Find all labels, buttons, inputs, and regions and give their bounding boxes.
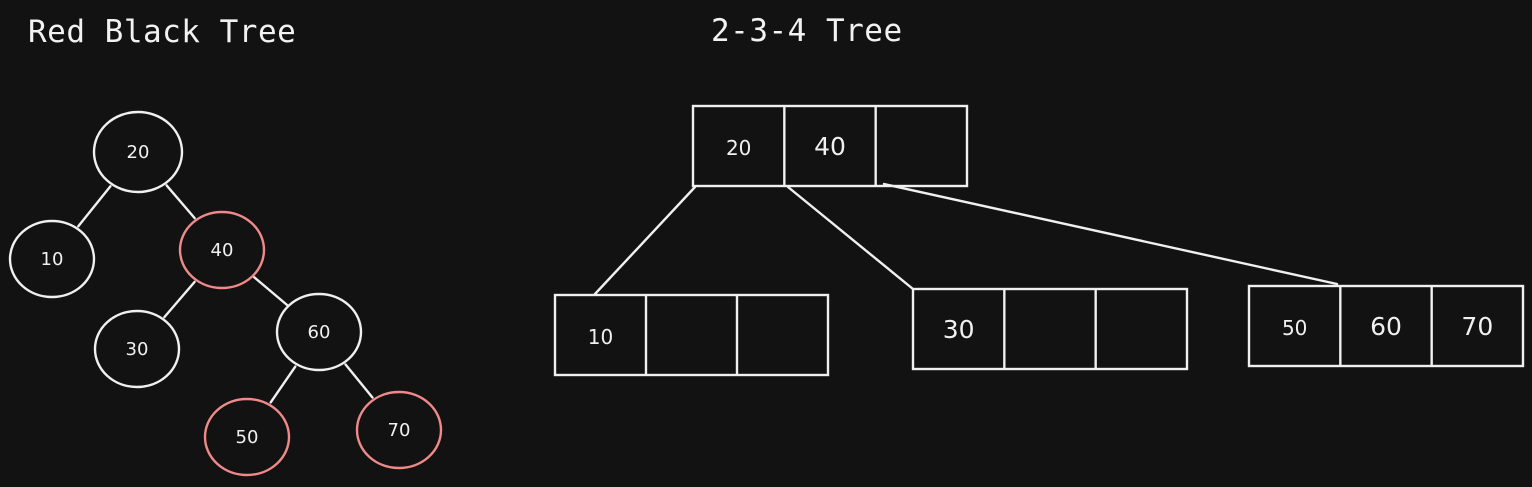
ttf-slot-value: 20 [726,136,751,160]
rbt-node-circle [93,309,181,389]
rbt-node-10: 10 [8,219,96,299]
rbt-node-circle [275,292,363,372]
rbt-node-label: 30 [126,339,149,360]
rbt-node-circle [178,210,266,290]
rbt-edge-20-10 [77,185,112,228]
ttf-node-box [911,287,1189,371]
rbt-node-circle [92,110,184,194]
rbt-node-circle [8,219,96,299]
rbt-node-circle [355,390,443,470]
ttf-slot-value: 40 [814,132,846,161]
rbt-node-40: 40 [178,210,266,290]
ttf-edge-root-left [593,185,697,296]
ttf-slot-value: 30 [943,315,975,344]
rbt-node-30: 30 [93,309,181,389]
ttf-node-middle: 30 [911,287,1189,371]
ttf-node-right: 50 60 70 [1247,284,1525,368]
rbt-node-20: 20 [92,110,184,194]
ttf-slot-value: 10 [588,325,613,349]
rbt-node-label: 20 [127,142,150,163]
rbt-edge-60-50 [269,365,297,404]
rbt-node-circle [203,397,291,477]
ttf-node-left: 10 [553,293,830,377]
rbt-edge-60-70 [344,363,374,399]
red-black-tree-title: Red Black Tree [28,14,297,50]
two-three-four-tree-title: 2-3-4 Tree [711,13,903,49]
ttf-node-box [553,293,830,377]
rbt-node-label: 10 [41,249,64,270]
ttf-node-box [1247,284,1525,368]
rbt-node-label: 70 [388,420,411,441]
ttf-edge-root-middle [786,185,915,291]
rbt-node-50: 50 [203,397,291,477]
rbt-node-label: 50 [236,427,259,448]
ttf-slot-value: 60 [1370,312,1402,341]
rbt-edge-40-60 [252,275,289,307]
ttf-slot-value: 50 [1282,316,1307,340]
ttf-edge-root-right [882,182,1339,286]
ttf-slot-value: 70 [1461,312,1493,341]
rbt-node-label: 60 [308,322,331,343]
rbt-node-label: 40 [211,240,234,261]
ttf-node-box [691,104,969,188]
rbt-node-70: 70 [355,390,443,470]
rbt-edge-20-40 [165,184,196,220]
rbt-edge-40-30 [163,280,196,319]
rbt-node-60: 60 [275,292,363,372]
red-black-tree: 20 10 40 30 60 50 70 [8,110,443,477]
